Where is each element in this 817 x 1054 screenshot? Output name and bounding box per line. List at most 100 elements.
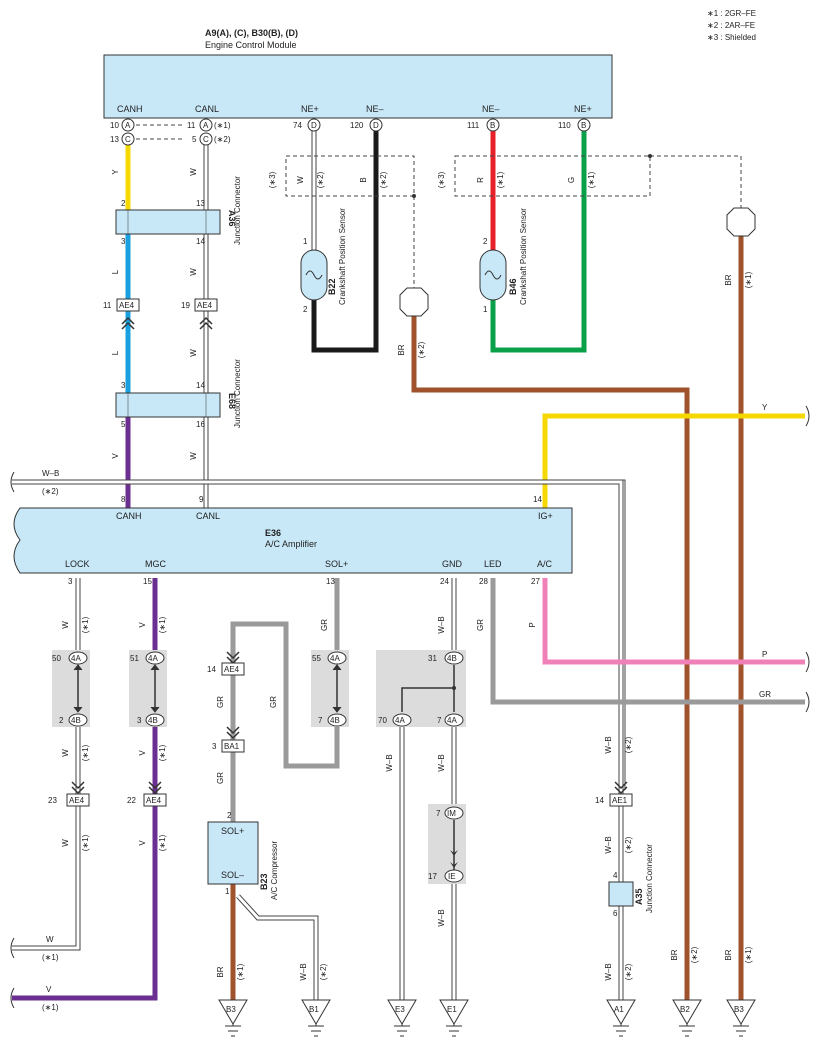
amp-pin-27: 27 bbox=[531, 577, 540, 586]
ecm-note-s2: (∗2) bbox=[214, 135, 231, 144]
ecm-note-s1: (∗1) bbox=[214, 121, 231, 130]
wire-label-w-8: W(∗2) bbox=[296, 171, 325, 188]
wire-wb-a1 bbox=[12, 479, 626, 1000]
amp-pin-9: 9 bbox=[199, 495, 204, 504]
amp-label-led: LED bbox=[484, 559, 502, 569]
amp-e36-name: A/C Amplifier bbox=[265, 539, 317, 549]
svg-text:(∗1): (∗1) bbox=[587, 171, 596, 188]
e68-pin-3: 3 bbox=[121, 381, 126, 390]
svg-text:W–B: W–B bbox=[385, 754, 394, 771]
svg-text:(∗1): (∗1) bbox=[744, 946, 753, 963]
wire-label-w-4: W bbox=[189, 168, 198, 176]
sensor-b22: 1 2 bbox=[300, 237, 328, 314]
svg-text:(∗1): (∗1) bbox=[81, 744, 90, 761]
connector-ae4-canh: 11 AE4 bbox=[103, 298, 140, 330]
svg-text:BR: BR bbox=[724, 274, 733, 285]
label-p-ac: P bbox=[762, 650, 767, 659]
wire-gr-led bbox=[490, 578, 805, 705]
svg-text:(∗1): (∗1) bbox=[744, 271, 753, 288]
svg-text:BA1: BA1 bbox=[224, 742, 240, 751]
wire-label-w-26: W(∗1) bbox=[61, 834, 90, 851]
svg-text:GR: GR bbox=[320, 619, 329, 631]
wire-color-labels: YLLVWWWWW(∗2)B(∗2)R(∗1)G(∗1)BR(∗2)BR(∗1)… bbox=[61, 168, 753, 981]
svg-text:2: 2 bbox=[483, 237, 488, 246]
label-y-ig: Y bbox=[762, 403, 768, 412]
e68-pin-14: 14 bbox=[196, 381, 205, 390]
svg-text:(∗2): (∗2) bbox=[690, 946, 699, 963]
svg-text:(∗1): (∗1) bbox=[236, 963, 245, 980]
svg-text:SOL+: SOL+ bbox=[221, 826, 244, 836]
svg-text:L: L bbox=[111, 350, 120, 355]
wire-label-l-2: L bbox=[111, 350, 120, 355]
svg-text:B: B bbox=[359, 177, 368, 182]
wire-p-ac bbox=[542, 578, 805, 665]
svg-text:4B: 4B bbox=[71, 716, 81, 725]
connector-ae4-mgc: 22 AE4 bbox=[127, 781, 167, 807]
wire-label-r-10: R(∗1) bbox=[476, 171, 505, 188]
svg-text:(∗2): (∗2) bbox=[417, 341, 426, 358]
ecm-pin-num-ne-plus-d: 74 bbox=[293, 121, 302, 130]
wire-label-br-13: BR (∗1) bbox=[724, 271, 753, 288]
amp-pin-28: 28 bbox=[479, 577, 488, 586]
wire-label-w-16: W(∗1) bbox=[61, 616, 90, 633]
svg-text:BR: BR bbox=[216, 966, 225, 977]
amp-label-ac: A/C bbox=[537, 559, 553, 569]
svg-text:(∗2): (∗2) bbox=[624, 736, 633, 753]
amp-label-lock: LOCK bbox=[65, 559, 90, 569]
wire-label-wb-19: W–B bbox=[437, 616, 446, 633]
wire-label-w-6: W bbox=[189, 349, 198, 357]
wire-end-marks bbox=[10, 405, 810, 1009]
wire-label-gr-18: GR bbox=[320, 619, 329, 631]
ecm-conn-canl: A bbox=[203, 121, 209, 130]
svg-text:GR: GR bbox=[216, 772, 225, 784]
svg-text:V: V bbox=[111, 453, 120, 459]
svg-text:W: W bbox=[61, 839, 70, 847]
svg-text:7: 7 bbox=[436, 809, 441, 818]
ground-b2-5: B2 bbox=[672, 999, 702, 1037]
ecm-conn-ne-minus-d: D bbox=[373, 121, 379, 130]
svg-text:7: 7 bbox=[437, 716, 442, 725]
ecm-pin-label-ne-minus-b: NE– bbox=[482, 104, 500, 114]
svg-text:2: 2 bbox=[59, 716, 64, 725]
wire-wb-b1 bbox=[236, 894, 319, 1000]
shield-ground-point-b22 bbox=[399, 287, 429, 317]
svg-text:W: W bbox=[189, 268, 198, 276]
shield-drain-b46 bbox=[650, 155, 742, 210]
svg-text:31: 31 bbox=[428, 654, 437, 663]
wire-label-v-3: V bbox=[111, 453, 120, 459]
connector-ae1-wb: 14 AE1 bbox=[595, 781, 633, 807]
ecm-pin-num-ne-minus-d: 120 bbox=[350, 121, 364, 130]
wire-br-shield-b2 bbox=[411, 312, 690, 1000]
svg-text:70: 70 bbox=[378, 716, 387, 725]
notes-legend: ∗1 : 2GR–FE ∗2 : 2AR–FE ∗3 : Shielded bbox=[707, 9, 756, 42]
svg-text:19: 19 bbox=[181, 301, 190, 310]
svg-text:W–B: W–B bbox=[299, 963, 308, 980]
connector-ae4-lock: 23 AE4 bbox=[48, 781, 90, 807]
svg-text:W: W bbox=[296, 176, 305, 184]
svg-text:P: P bbox=[528, 622, 537, 627]
amp-label-gnd: GND bbox=[442, 559, 463, 569]
svg-text:E1: E1 bbox=[447, 1005, 457, 1014]
svg-text:2: 2 bbox=[227, 811, 232, 820]
svg-text:(∗2): (∗2) bbox=[624, 836, 633, 853]
svg-text:E3: E3 bbox=[395, 1005, 405, 1014]
label-w-lock-left: W bbox=[46, 935, 54, 944]
ecm-pin-num-canh: 10 bbox=[110, 121, 119, 130]
wire-w-lock bbox=[12, 578, 81, 951]
svg-text:B2: B2 bbox=[680, 1005, 690, 1014]
svg-text:W: W bbox=[189, 168, 198, 176]
svg-text:AE4: AE4 bbox=[69, 796, 85, 805]
wire-label-gr-30: GR bbox=[216, 772, 225, 784]
svg-text:(∗3): (∗3) bbox=[268, 171, 277, 188]
amp-pin-8: 8 bbox=[121, 495, 126, 504]
wire-label-gr-28: GR bbox=[216, 696, 225, 708]
junction-a35: 4 6 bbox=[608, 871, 634, 918]
svg-text:GR: GR bbox=[476, 619, 485, 631]
svg-text:GR: GR bbox=[269, 696, 278, 708]
ground-e3-2: E3 bbox=[387, 999, 417, 1037]
ground-a1-4: A1 bbox=[606, 999, 636, 1037]
svg-text:(∗2): (∗2) bbox=[624, 963, 633, 980]
wire-label-y-0: Y bbox=[111, 169, 120, 175]
